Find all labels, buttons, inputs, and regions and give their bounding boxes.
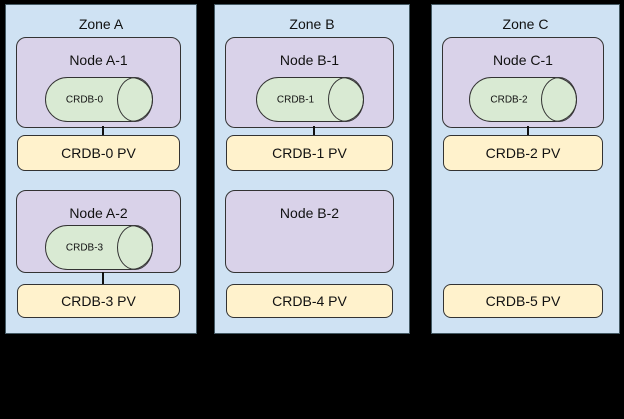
- node-b1-label: Node B-1: [279, 52, 340, 68]
- node-b2-label: Node B-2: [279, 205, 340, 221]
- zone-b-panel: Zone B Node B-1 CRDB-1 CRDB-1 PV Node B-…: [214, 4, 410, 334]
- zone-a-title: Zone A: [78, 16, 124, 32]
- cylinder-cap-icon: [541, 77, 577, 122]
- node-a2-box: Node A-2 CRDB-3: [16, 190, 181, 273]
- zone-c-panel: Zone C Node C-1 CRDB-2 CRDB-2 PV CRDB-5 …: [431, 4, 620, 334]
- node-b1-box: Node B-1 CRDB-1: [225, 37, 394, 128]
- crdb-2-pv-box: CRDB-2 PV: [443, 135, 603, 171]
- zone-b-title: Zone B: [289, 16, 335, 32]
- crdb-1-pv-box: CRDB-1 PV: [226, 135, 393, 171]
- node-c1-label: Node C-1: [493, 52, 553, 68]
- crdb-2-pod-cylinder: CRDB-2: [469, 77, 577, 122]
- crdb-0-pv-box: CRDB-0 PV: [17, 135, 180, 171]
- connector-c1-to-pv2: [526, 126, 529, 136]
- cylinder-cap-icon: [116, 225, 153, 270]
- crdb-4-pv-box: CRDB-4 PV: [226, 284, 393, 318]
- crdb-1-pod-cylinder: CRDB-1: [255, 77, 364, 122]
- node-a2-label: Node A-2: [69, 205, 128, 221]
- node-b2-box: Node B-2: [225, 190, 394, 273]
- node-a1-box: Node A-1 CRDB-0: [16, 37, 181, 128]
- crdb-3-pv-box: CRDB-3 PV: [17, 284, 180, 318]
- crdb-0-pod-cylinder: CRDB-0: [44, 77, 153, 122]
- cylinder-cap-icon: [327, 77, 364, 122]
- connector-a2-to-pv3: [102, 272, 104, 285]
- zone-c-title: Zone C: [502, 16, 549, 32]
- crdb-3-pod-cylinder: CRDB-3: [44, 225, 153, 270]
- node-c1-box: Node C-1 CRDB-2: [442, 37, 604, 128]
- crdb-1-pod-label: CRDB-1: [276, 94, 315, 105]
- connector-b1-to-pv1: [313, 126, 315, 136]
- connector-a1-to-pv0: [102, 126, 104, 136]
- crdb-3-pod-label: CRDB-3: [65, 242, 104, 253]
- cylinder-cap-icon: [116, 77, 153, 122]
- zone-a-panel: Zone A Node A-1 CRDB-0 CRDB-0 PV Node A-…: [5, 4, 197, 334]
- crdb-5-pv-box: CRDB-5 PV: [443, 284, 603, 318]
- node-a1-label: Node A-1: [69, 52, 128, 68]
- crdb-0-pod-label: CRDB-0: [65, 94, 104, 105]
- crdb-2-pod-label: CRDB-2: [490, 94, 528, 105]
